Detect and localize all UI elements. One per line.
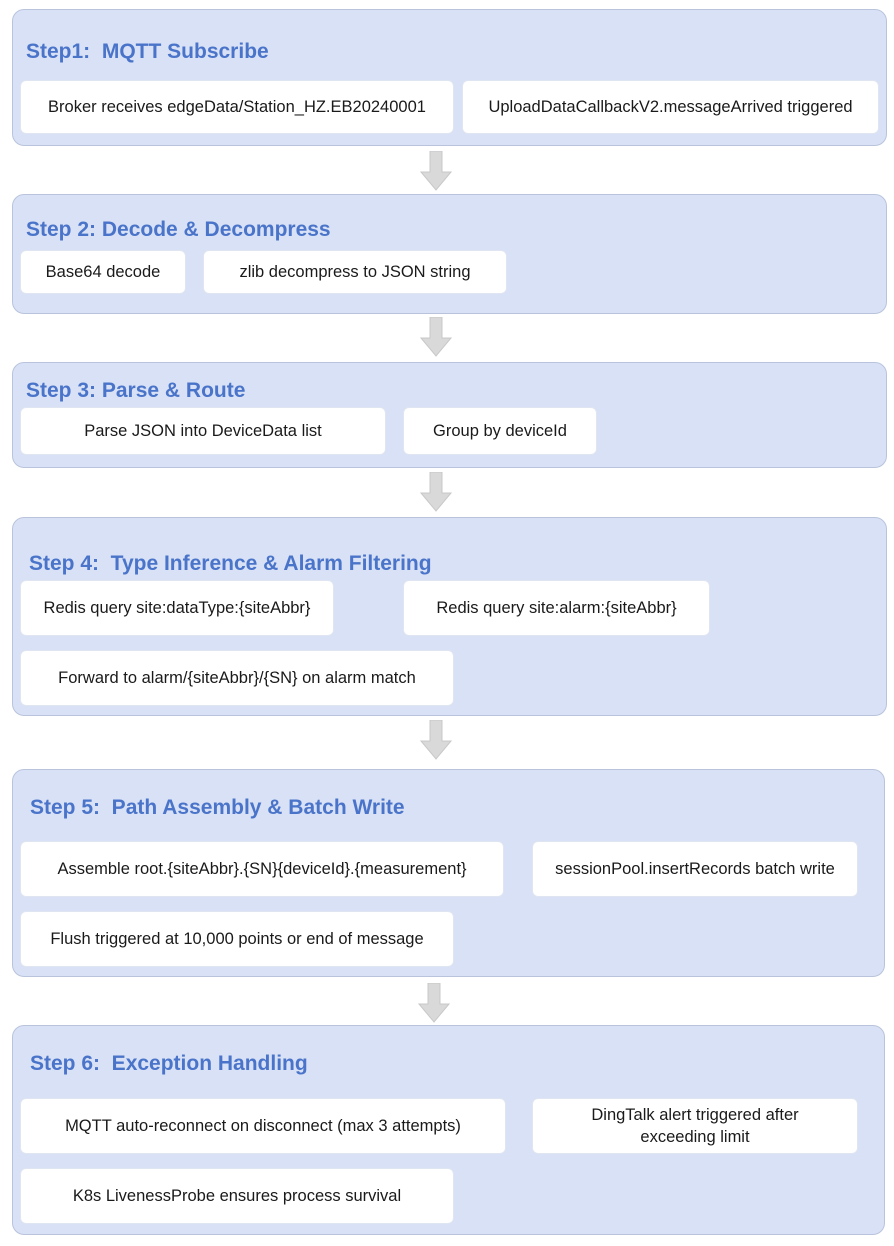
step-2-item-base64-decode: Base64 decode (20, 250, 186, 294)
step-1-item-broker-receives: Broker receives edgeData/Station_HZ.EB20… (20, 80, 454, 134)
step-5-item-assemble-path: Assemble root.{siteAbbr}.{SN}{deviceId}.… (20, 841, 504, 897)
step-6-title: Step 6: Exception Handling (30, 1052, 308, 1075)
down-arrow-icon (420, 720, 452, 760)
down-arrow-icon (420, 472, 452, 512)
step-4-item-redis-alarm: Redis query site:alarm:{siteAbbr} (403, 580, 710, 636)
step-5-title: Step 5: Path Assembly & Batch Write (30, 796, 405, 819)
step-2-panel: Step 2: Decode & Decompress Base64 decod… (12, 194, 887, 314)
down-arrow-icon (420, 151, 452, 191)
down-arrow-icon (418, 983, 450, 1023)
step-6-item-dingtalk-alert: DingTalk alert triggered after exceeding… (532, 1098, 858, 1154)
step-3-title: Step 3: Parse & Route (26, 379, 246, 402)
step-4-item-redis-datatype: Redis query site:dataType:{siteAbbr} (20, 580, 334, 636)
step-3-item-parse-json: Parse JSON into DeviceData list (20, 407, 386, 455)
step-5-item-flush-trigger: Flush triggered at 10,000 points or end … (20, 911, 454, 967)
step-6-item-liveness-probe: K8s LivenessProbe ensures process surviv… (20, 1168, 454, 1224)
down-arrow-icon (420, 317, 452, 357)
step-3-panel: Step 3: Parse & Route Parse JSON into De… (12, 362, 887, 468)
step-2-item-zlib-decompress: zlib decompress to JSON string (203, 250, 507, 294)
step-4-item-forward-alarm: Forward to alarm/{siteAbbr}/{SN} on alar… (20, 650, 454, 706)
step-2-title: Step 2: Decode & Decompress (26, 218, 331, 241)
step-1-title: Step1: MQTT Subscribe (26, 40, 269, 63)
step-4-title: Step 4: Type Inference & Alarm Filtering (29, 552, 432, 575)
step-6-panel: Step 6: Exception Handling MQTT auto-rec… (12, 1025, 885, 1235)
step-5-item-batch-write: sessionPool.insertRecords batch write (532, 841, 858, 897)
step-1-item-callback-triggered: UploadDataCallbackV2.messageArrived trig… (462, 80, 879, 134)
step-1-panel: Step1: MQTT Subscribe Broker receives ed… (12, 9, 887, 146)
step-5-panel: Step 5: Path Assembly & Batch Write Asse… (12, 769, 885, 977)
step-4-panel: Step 4: Type Inference & Alarm Filtering… (12, 517, 887, 716)
step-3-item-group-by-device: Group by deviceId (403, 407, 597, 455)
step-6-item-mqtt-reconnect: MQTT auto-reconnect on disconnect (max 3… (20, 1098, 506, 1154)
